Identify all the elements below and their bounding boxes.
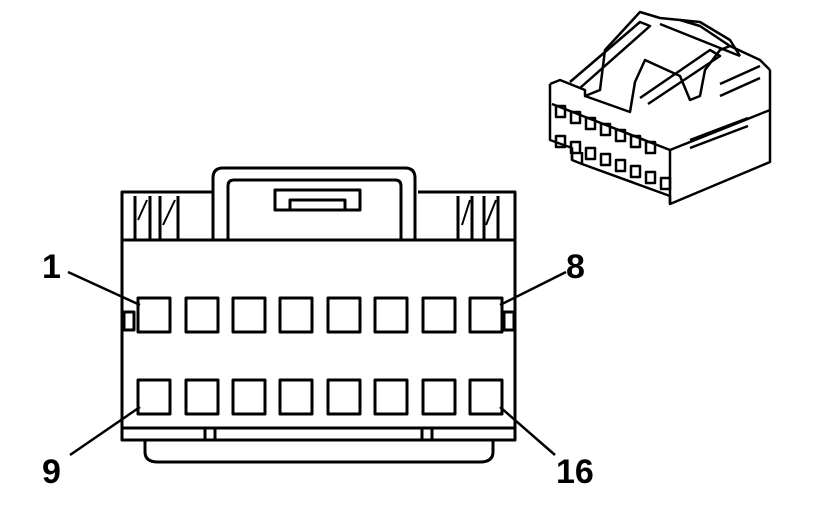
pin-cavity [231,296,267,334]
pin-label-9: 9 [42,453,61,491]
pin-cavity [278,296,314,334]
leader-line-8 [499,270,567,307]
connector-face-view [120,166,517,464]
connector-isometric-view [548,10,772,206]
pin-cavity [373,296,409,334]
leader-line-16 [499,406,556,456]
pin-label-1: 1 [42,248,61,286]
pin-cavity [136,378,172,416]
right-lock-rib [456,196,500,240]
pin-cavity [326,296,362,334]
leader-line-1 [67,270,141,307]
left-lock-rib [133,196,180,240]
pin-cavity [421,378,457,416]
pin-cavity [184,378,220,416]
pin-cavity [373,378,409,416]
pin-label-8: 8 [566,248,585,286]
pin-cavity [421,296,457,334]
pin-cavity [468,378,504,416]
pin-cavity [278,378,314,416]
pin-cavity [326,378,362,416]
leader-line-9 [69,405,141,457]
leader-lines [67,270,567,457]
pin-cavity [231,378,267,416]
pin-cavity [184,296,220,334]
pin-row-bottom [136,378,504,416]
pin-cavity [136,296,172,334]
pin-row-top [136,296,504,334]
latch [211,166,417,240]
pin-cavity [468,296,504,334]
pin-label-16: 16 [556,453,594,491]
